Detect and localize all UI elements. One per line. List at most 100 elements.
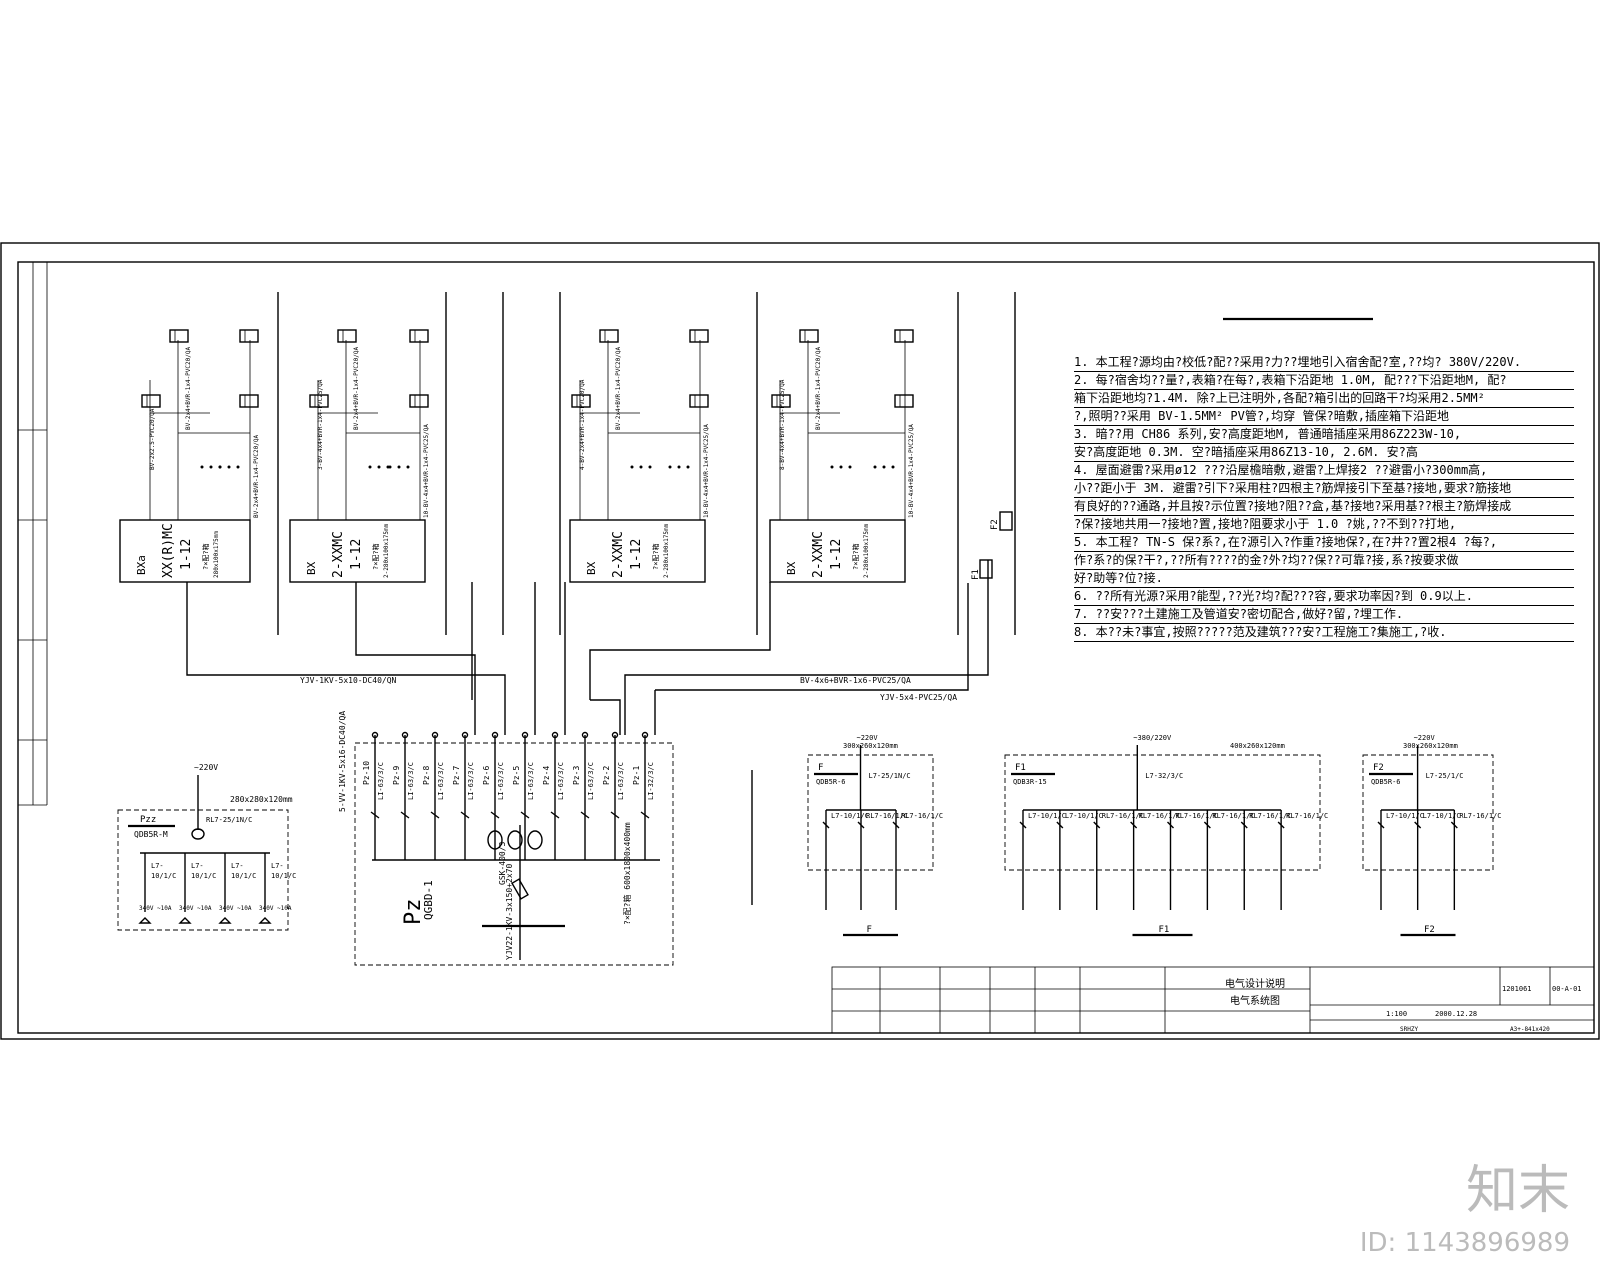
branch-breaker: L7-10/1/C xyxy=(1028,812,1066,820)
note-line: 有良好的??通路,并且按?示位置?接地?阻??盒,基?接地?采用基??根主?筋焊… xyxy=(1074,498,1574,516)
drawing-scale: 1:100 xyxy=(1386,1010,1407,1018)
ellipsis-dot xyxy=(200,465,204,469)
box-model: XX(R)MC xyxy=(161,523,176,578)
pzz-voltage: ~220V xyxy=(194,763,218,772)
circuit-id: Pz-9 xyxy=(392,766,401,785)
breaker-symbol xyxy=(1414,821,1422,829)
circuit-id: Pz-1 xyxy=(632,766,641,785)
ellipsis-dot xyxy=(686,465,690,469)
feeder-label: 10-BV-4x4+BVR-1x4-PVC25/QA xyxy=(908,424,915,518)
box-model: 2-XXMC xyxy=(331,531,346,578)
box-spec: ?×配?箱 xyxy=(201,543,210,570)
meter-icon xyxy=(771,394,791,408)
subpanel-model: QDB5R-6 xyxy=(1371,778,1401,786)
main-switch: GSK-400/3 xyxy=(498,841,507,885)
circuit-breaker: LI-63/3/C xyxy=(467,762,475,800)
circuit-id: Pz-5 xyxy=(512,766,521,785)
subpanel-model: QDB5R-6 xyxy=(816,778,846,786)
circuit-breaker: LI-32/3/C xyxy=(647,762,655,800)
ellipsis-dot xyxy=(891,465,895,469)
ellipsis-dot xyxy=(377,465,381,469)
branch-breaker: RL7-16/1/C xyxy=(1459,812,1501,820)
load-icon xyxy=(178,917,192,924)
breaker-symbol xyxy=(370,811,380,819)
breaker-symbol xyxy=(1277,821,1285,829)
distribution-box xyxy=(769,519,906,583)
subpanel-caption: F2 xyxy=(1424,925,1435,935)
terminal xyxy=(371,731,379,739)
incoming-cable: YJV22-1KV-3x150+2x70 xyxy=(505,863,514,960)
breaker-symbol xyxy=(1130,821,1138,829)
pzz-load: 340V ~10A xyxy=(139,905,172,912)
sheet-border xyxy=(0,242,1600,1040)
subpanel-main-breaker: L7-25/1N/C xyxy=(869,772,911,780)
ellipsis-dot xyxy=(227,465,231,469)
box-name: BX xyxy=(305,561,318,575)
branch-breaker: RL7-16/1/C xyxy=(1212,812,1254,820)
note-line: 小??距小于 3M. 避雷?引下?采用柱?四根主?筋焊接引下至基?接地,要求?筋… xyxy=(1074,480,1574,498)
drawing-sheet: 00-A-01 xyxy=(1552,985,1582,993)
ellipsis-dot xyxy=(406,465,410,469)
load-icon xyxy=(258,917,272,924)
box-spec-size: 2-280x100x175mm xyxy=(383,523,390,578)
branch-breaker: RL7-16/1/C xyxy=(1139,812,1181,820)
main-panel-model: QGBD-1 xyxy=(422,880,435,920)
feeder-label: BV-2x4+BVR-1x4-PVC20/QA xyxy=(253,435,260,518)
ellipsis-dot xyxy=(368,465,372,469)
circuit-breaker: LI-63/3/C xyxy=(377,762,385,800)
pzz-breaker-type: L7- xyxy=(271,862,284,870)
ellipsis-dot xyxy=(218,465,222,469)
pzz-breaker-type: L7- xyxy=(191,862,204,870)
ellipsis-dot xyxy=(236,465,240,469)
feeder-label: 8-BV-4x4+BVR-1x4-PVC25/QA xyxy=(779,379,786,470)
box-spec-size: 2-280x100x175mm xyxy=(863,523,870,578)
main-panel-frame xyxy=(354,742,674,966)
f2-label: F2 xyxy=(990,519,1000,530)
subpanel-title: F xyxy=(818,763,823,773)
branch-breaker: L7-10/1/C xyxy=(1423,812,1461,820)
note-line: 1. 本工程?源均由?校低?配??采用?力??埋地引入宿舍配?室,??均? 38… xyxy=(1074,354,1574,372)
distribution-box xyxy=(569,519,706,583)
pzz-panel xyxy=(117,775,289,931)
subpanel-voltage: ~220V xyxy=(857,734,879,742)
box-spec: ?×配?箱 xyxy=(651,543,660,570)
subpanel-caption: F xyxy=(867,925,872,935)
main-panel-spec: ?×配?箱 600x1800x400mm xyxy=(622,822,632,925)
feeder-label: BV-2x4+BVR-1x4-PVC20/QA xyxy=(615,347,622,430)
pzz-title: Pzz xyxy=(140,815,156,825)
note-line: 3. 暗??用 CH86 系列,安?高度距地M, 普通暗插座采用86Z223W-… xyxy=(1074,426,1574,444)
circuit-id: Pz-8 xyxy=(422,766,431,785)
breaker-symbol xyxy=(1450,821,1458,829)
circuit-breaker: LI-63/3/C xyxy=(407,762,415,800)
branch-breaker: L7-10/1/C xyxy=(831,812,869,820)
meter-icon xyxy=(689,329,709,343)
subpanel-main-breaker: L7-25/1/C xyxy=(1426,772,1464,780)
note-line: 安?高度距地 0.3M. 空?暗插座采用86Z13-10, 2.6M. 安?高 xyxy=(1074,444,1574,462)
ellipsis-dot xyxy=(397,465,401,469)
box-model: 2-XXMC xyxy=(611,531,626,578)
pzz-breaker-rating: 10/1/C xyxy=(191,872,216,880)
terminal xyxy=(641,731,649,739)
terminal xyxy=(431,731,439,739)
load-icon xyxy=(138,917,152,924)
breaker-symbol xyxy=(892,821,900,829)
breaker-symbol xyxy=(1203,821,1211,829)
note-line: ?保?接地共用一?接地?置,接地?阻要求小于 1.0 ?姚,??不到??打地, xyxy=(1074,516,1574,534)
breaker-symbol xyxy=(550,811,560,819)
drawing-name-1: 电气设计说明 xyxy=(1225,977,1285,990)
f2-box xyxy=(999,511,1013,531)
ellipsis-dot xyxy=(209,465,213,469)
branch-breaker: RL7-16/1/C xyxy=(866,812,908,820)
pzz-load: 340V ~10A xyxy=(179,905,212,912)
subpanel-main-breaker: L7-32/3/C xyxy=(1145,772,1183,780)
circuit-breaker: LI-63/3/C xyxy=(497,762,505,800)
breaker-symbol xyxy=(1093,821,1101,829)
subpanel-frame xyxy=(1362,754,1494,871)
note-line: 4. 屋面避雷?采用ø12 ???沿屋檐暗敷,避雷?上焊接2 ??避雷小?300… xyxy=(1074,462,1574,480)
pzz-load: 340V ~10A xyxy=(219,905,252,912)
ellipsis-dot xyxy=(630,465,634,469)
drawing-number: 1201061 xyxy=(1502,985,1532,993)
subpanel-caption: F1 xyxy=(1159,925,1170,935)
